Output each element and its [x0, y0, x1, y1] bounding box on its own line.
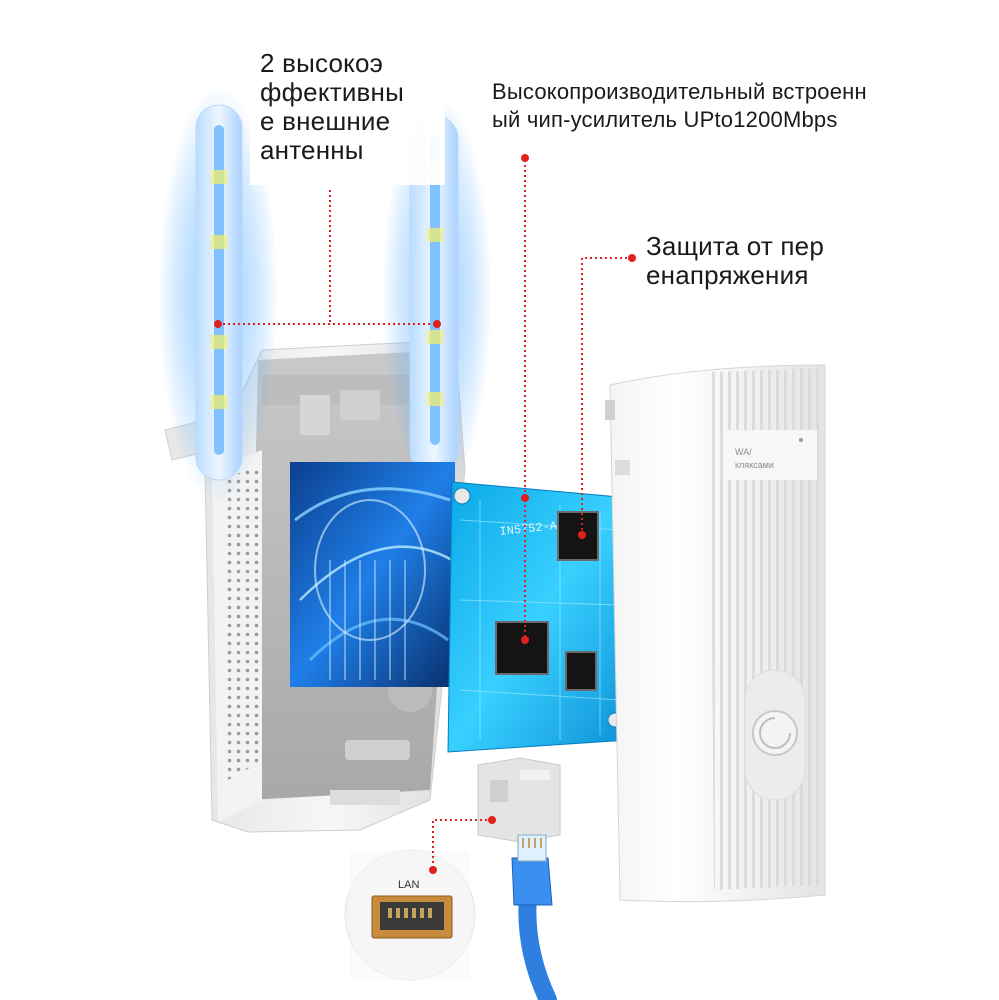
lan-port-label: LAN — [398, 879, 419, 891]
lan-zoom-inset: LAN — [344, 849, 476, 981]
lan-port-module — [477, 757, 561, 843]
heatsink — [290, 462, 455, 687]
label-amplifier-chip: Высокопроизводительный встроенн ый чип-у… — [488, 74, 938, 140]
callout-antennas-line — [218, 190, 437, 325]
pcb-board: IN5752-A V1.0 — [447, 481, 631, 753]
antenna-left — [158, 85, 278, 505]
surge-chip — [565, 651, 597, 691]
callouts — [218, 160, 632, 870]
brand-label: WA/ кляксами — [735, 447, 774, 470]
front-cover: WA/ кляксами — [605, 364, 826, 903]
label-external-antennas: 2 высокоэ ффективны е внешние антенны — [250, 45, 445, 185]
ethernet-cable — [511, 834, 557, 1000]
callout-dots — [214, 154, 636, 874]
amplifier-chip — [557, 511, 599, 561]
main-chip — [495, 621, 549, 675]
label-surge-protection: Защита от пер енапряжения — [640, 228, 835, 298]
callout-surge-line — [581, 257, 632, 535]
antenna-right — [382, 95, 492, 495]
